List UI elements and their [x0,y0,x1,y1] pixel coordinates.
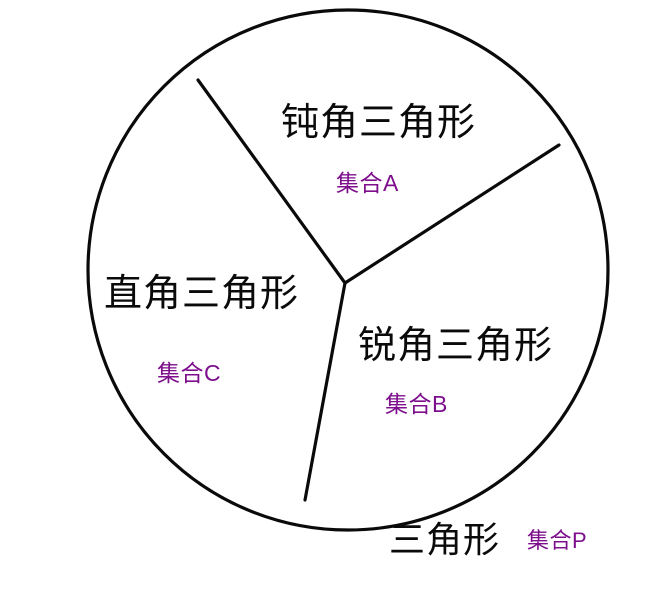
region-b-main-label: 锐角三角形 [358,325,554,367]
region-a-main-label: 钝角三角形 [281,102,477,144]
universe-set-label: 集合P [527,528,588,553]
region-a-set-label: 集合A [336,170,399,196]
divider-line-c-b [303,281,347,502]
universe-circle [86,8,610,532]
region-c-set-label: 集合C [157,360,222,386]
region-b-set-label: 集合B [385,391,448,417]
region-c-main-label: 直角三角形 [104,273,300,315]
universe-main-label: 三角形 [389,519,501,560]
divider-line-a-c [196,78,347,285]
divider-line-a-b [343,143,561,285]
